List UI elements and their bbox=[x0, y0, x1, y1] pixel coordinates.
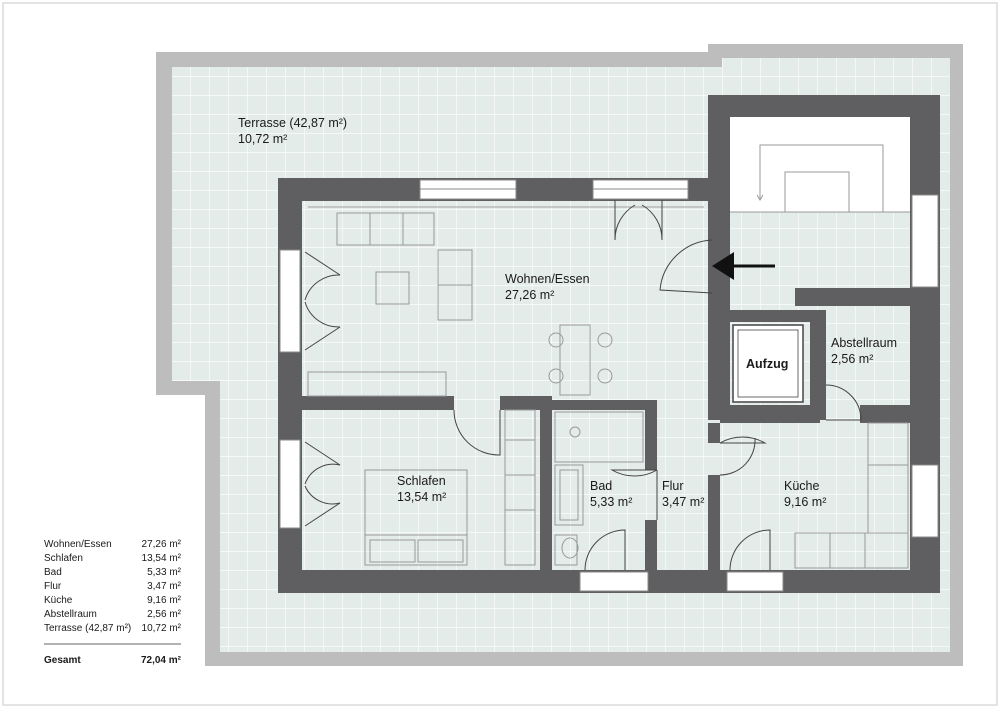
wohnen-area: 27,26 m² bbox=[505, 288, 554, 302]
summary-area-4: 9,16 m² bbox=[147, 595, 182, 606]
summary-total-label: Gesamt bbox=[44, 655, 81, 666]
kueche-area: 9,16 m² bbox=[784, 495, 826, 509]
bathroom-fixtures bbox=[554, 411, 644, 566]
doors bbox=[304, 200, 862, 571]
wohnen-name: Wohnen/Essen bbox=[505, 272, 590, 286]
summary-area-0: 27,26 m² bbox=[142, 539, 182, 550]
summary-area-1: 13,54 m² bbox=[142, 553, 182, 564]
living-furniture bbox=[307, 212, 613, 397]
abstell-area: 2,56 m² bbox=[831, 352, 873, 366]
summary-name-3: Flur bbox=[44, 581, 62, 592]
flur-name: Flur bbox=[662, 479, 684, 493]
summary-area-6: 10,72 m² bbox=[142, 623, 182, 634]
bedroom-furniture bbox=[364, 409, 536, 566]
terrace-name: Terrasse (42,87 m²) bbox=[238, 116, 347, 130]
terrace-area: 10,72 m² bbox=[238, 132, 287, 146]
elevator-car bbox=[732, 324, 804, 403]
summary-total-area: 72,04 m² bbox=[141, 655, 182, 666]
summary-name-0: Wohnen/Essen bbox=[44, 539, 112, 550]
schlafen-name: Schlafen bbox=[397, 474, 446, 488]
abstell-name: Abstellraum bbox=[831, 336, 897, 350]
bad-name: Bad bbox=[590, 479, 612, 493]
summary-name-4: Küche bbox=[44, 595, 73, 606]
kueche-name: Küche bbox=[784, 479, 819, 493]
summary-area-5: 2,56 m² bbox=[147, 609, 182, 620]
kitchen-fixtures bbox=[794, 422, 909, 569]
summary-name-5: Abstellraum bbox=[44, 609, 97, 620]
flur-area: 3,47 m² bbox=[662, 495, 704, 509]
summary-name-1: Schlafen bbox=[44, 553, 83, 564]
bad-area: 5,33 m² bbox=[590, 495, 632, 509]
summary-area-3: 3,47 m² bbox=[147, 581, 182, 592]
entrance-arrow-icon bbox=[712, 252, 775, 280]
area-summary: Wohnen/Essen 27,26 m² Schlafen 13,54 m² … bbox=[44, 539, 182, 666]
summary-name-6: Terrasse (42,87 m²) bbox=[44, 623, 131, 634]
aufzug-name: Aufzug bbox=[746, 357, 788, 371]
summary-area-2: 5,33 m² bbox=[147, 567, 182, 578]
stairwell bbox=[730, 117, 910, 213]
summary-name-2: Bad bbox=[44, 567, 62, 578]
windows bbox=[279, 179, 939, 592]
schlafen-area: 13,54 m² bbox=[397, 490, 446, 504]
